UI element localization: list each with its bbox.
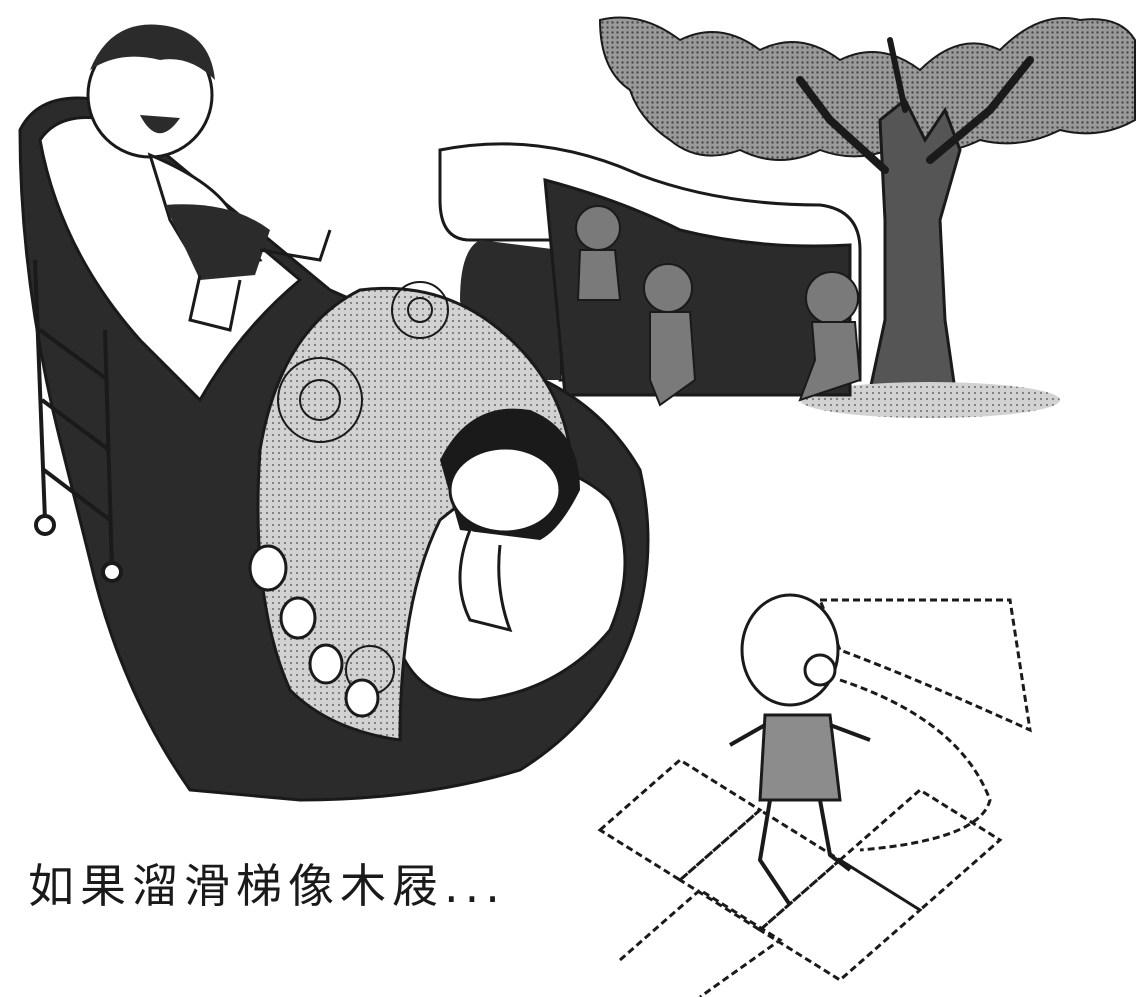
hopscotch-curve: [839, 678, 992, 852]
boy-hair: [90, 24, 215, 80]
hopscotch-squares: [597, 758, 1003, 997]
tree-trunk: [868, 97, 962, 392]
boy-hopping-body: [758, 713, 842, 802]
ladder: [33, 259, 123, 583]
girl-face: [448, 446, 562, 534]
girl-peeking: [440, 408, 580, 633]
silhouette-kid-2: [643, 263, 697, 407]
boy-sliding: [86, 24, 332, 332]
hopscotch: [597, 598, 1032, 997]
boy-hopping-arms: [729, 723, 871, 747]
boy-shorts: [165, 204, 270, 280]
silhouette-kid-3: [798, 271, 862, 402]
tree-branch-right: [926, 56, 1034, 164]
tunnel-inner: [543, 177, 852, 397]
tree-canopy: [598, 16, 1136, 161]
tree-branch-left: [796, 76, 889, 174]
tree-branch-top: [887, 37, 908, 113]
caption-text: 如果溜滑梯像木屐...: [28, 859, 506, 913]
boy-hopping-legs: [757, 799, 852, 907]
tree-ground-shadow: [800, 382, 1060, 418]
silhouette-kid-1: [575, 205, 622, 301]
tree: [598, 16, 1136, 418]
girl-arm: [458, 529, 513, 633]
boy-hopping-head: [740, 593, 840, 707]
boy-hopping: [729, 593, 871, 907]
clog-slide-surface: [38, 116, 303, 403]
strap-buttons: [248, 544, 380, 718]
sunflower-pattern: [277, 281, 449, 695]
boy-mouth: [140, 115, 180, 134]
hopscotch-top-shape: [817, 598, 1032, 733]
boy-legs: [188, 229, 332, 332]
glasses-icon: [803, 653, 837, 687]
